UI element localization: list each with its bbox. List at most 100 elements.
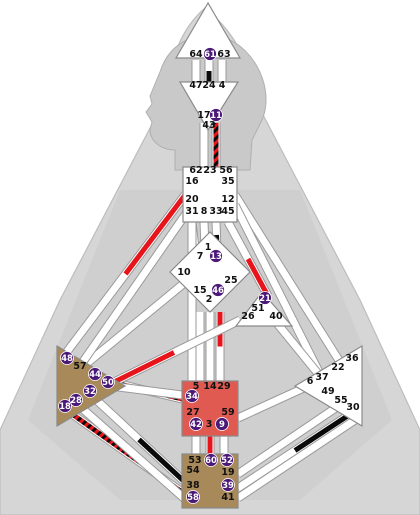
gate-30: 30 <box>346 402 360 413</box>
gate-14: 14 <box>203 381 217 392</box>
gate-27: 27 <box>186 407 199 418</box>
gate-25: 25 <box>224 275 237 286</box>
gate-circle-52 <box>220 453 234 467</box>
gate-48: 48 <box>61 354 73 364</box>
gate-11: 11 <box>210 111 222 121</box>
gate-60: 60 <box>205 456 217 466</box>
gate-circle-44 <box>88 367 102 381</box>
gate-4: 4 <box>219 80 226 91</box>
gate-circle-32 <box>83 384 97 398</box>
gate-62: 62 <box>189 165 202 176</box>
gate-16: 16 <box>185 176 199 187</box>
channel-conscious-red <box>245 257 271 298</box>
gate-23: 23 <box>203 165 216 176</box>
center-ajna <box>178 81 240 132</box>
gate-49: 49 <box>321 386 334 397</box>
channel-body <box>236 382 310 422</box>
gate-53: 53 <box>188 455 201 466</box>
gate-58: 58 <box>187 493 199 503</box>
gate-41: 41 <box>221 492 234 503</box>
gate-46: 46 <box>212 286 224 296</box>
center-ego <box>234 291 294 327</box>
gate-circle-58 <box>186 490 200 504</box>
gate-circle-50 <box>101 375 115 389</box>
gate-55: 55 <box>334 395 347 406</box>
gate-24: 24 <box>202 80 216 91</box>
gate-39: 39 <box>222 481 234 491</box>
gate-44: 44 <box>89 370 101 380</box>
gate-13: 13 <box>210 252 222 262</box>
gate-51: 51 <box>251 303 264 314</box>
gate-5: 5 <box>193 381 200 392</box>
gate-50: 50 <box>102 378 114 388</box>
gate-35: 35 <box>221 176 234 187</box>
gate-32: 32 <box>84 387 96 397</box>
gate-21: 21 <box>259 294 271 304</box>
center-throat <box>182 166 238 223</box>
gate-circle-9 <box>215 417 229 431</box>
gate-29: 29 <box>217 381 230 392</box>
gate-18: 18 <box>59 402 71 412</box>
gate-43: 43 <box>202 120 215 131</box>
gate-34: 34 <box>186 392 198 402</box>
gate-56: 56 <box>219 165 233 176</box>
channel-body <box>73 400 189 503</box>
channel-body <box>232 193 343 364</box>
gate-19: 19 <box>221 467 234 478</box>
gate-52: 52 <box>221 456 233 466</box>
channel-body <box>77 203 195 368</box>
gate-circle-61 <box>203 47 217 61</box>
gate-1: 1 <box>205 242 212 253</box>
channel-unconscious-black <box>137 437 190 487</box>
gate-28: 28 <box>70 396 82 406</box>
channel-body <box>236 417 357 501</box>
gate-10: 10 <box>177 267 191 278</box>
gate-circle-28 <box>69 393 83 407</box>
gate-22: 22 <box>331 362 344 373</box>
channel-unconscious-black <box>293 410 354 453</box>
gate-64: 64 <box>189 49 203 60</box>
channel-body <box>77 277 191 372</box>
gate-circle-60 <box>204 453 218 467</box>
channel-body <box>273 319 323 379</box>
channel-body <box>236 402 342 477</box>
gate-circle-13 <box>209 249 223 263</box>
gate-7: 7 <box>197 251 204 262</box>
gate-40: 40 <box>269 311 283 322</box>
gate-37: 37 <box>315 372 328 383</box>
gate-8: 8 <box>201 206 208 217</box>
gate-17: 17 <box>197 110 210 121</box>
gate-circle-11 <box>209 108 223 122</box>
gate-circle-21 <box>258 291 272 305</box>
channel-conscious-red <box>106 350 176 388</box>
gate-61: 61 <box>204 50 216 60</box>
gate-47: 47 <box>189 80 202 91</box>
gate-36: 36 <box>345 353 359 364</box>
gate-circle-46 <box>211 283 225 297</box>
center-g <box>169 231 251 313</box>
gate-63: 63 <box>217 49 230 60</box>
gate-12: 12 <box>221 194 234 205</box>
gate-54: 54 <box>186 465 200 476</box>
gate-2: 2 <box>206 294 213 305</box>
gate-57: 57 <box>73 361 86 372</box>
gate-circle-39 <box>221 478 235 492</box>
gate-31: 31 <box>185 206 198 217</box>
gate-circle-42 <box>189 417 203 431</box>
gate-9: 9 <box>219 420 225 430</box>
gate-45: 45 <box>221 206 234 217</box>
gate-20: 20 <box>185 194 199 205</box>
gate-circle-34 <box>185 389 199 403</box>
gate-33: 33 <box>209 206 222 217</box>
gate-26: 26 <box>241 311 255 322</box>
gate-59: 59 <box>221 407 234 418</box>
gate-15: 15 <box>193 285 206 296</box>
channel-conscious-red <box>123 193 187 276</box>
gate-3: 3 <box>206 419 213 430</box>
gate-6: 6 <box>307 376 314 387</box>
channel-body <box>231 203 326 380</box>
gate-circle-48 <box>60 351 74 365</box>
gate-circle-18 <box>58 399 72 413</box>
